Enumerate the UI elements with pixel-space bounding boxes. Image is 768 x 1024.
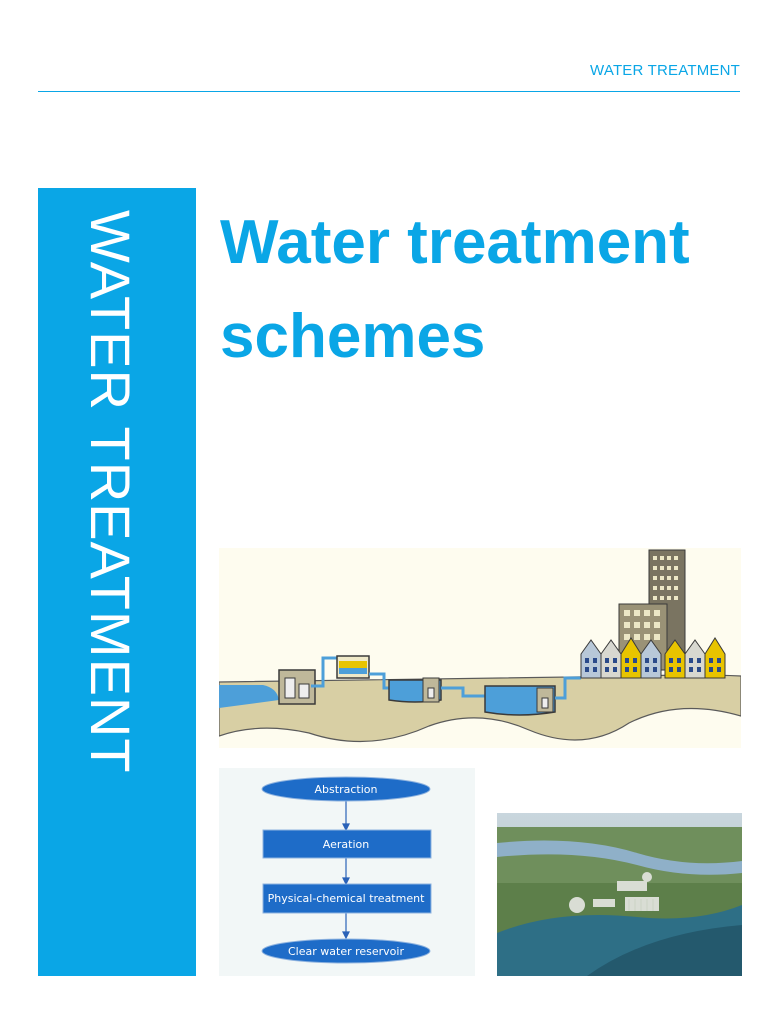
flow-step-clear-water-shape	[261, 938, 431, 964]
process-flowchart: Abstraction Aeration Physical-chemical t…	[219, 768, 475, 976]
page-title: Water treatment schemes	[220, 196, 760, 384]
sidebar-band: WATER TREATMENT	[38, 188, 196, 976]
page-title-line-2: schemes	[220, 302, 486, 371]
flow-step-abstraction-shape	[261, 776, 431, 802]
flow-step-aeration-shape	[262, 829, 432, 859]
aerial-plant-photo	[497, 813, 742, 976]
header-divider	[38, 91, 740, 92]
treatment-scheme-illustration	[219, 548, 741, 748]
flow-step-abstraction-label: Abstraction	[315, 783, 378, 796]
flow-step-clear-water-label: Clear water reservoir	[288, 945, 404, 958]
header-section-label: WATER TREATMENT	[590, 62, 740, 79]
sidebar-vertical-label: WATER TREATMENT	[79, 210, 142, 774]
page-title-line-1: Water treatment	[220, 208, 690, 277]
flow-step-physical-chemical-shape	[262, 883, 432, 914]
flow-step-physical-chemical-label: Physical-chemical treatment	[268, 892, 425, 905]
flow-step-aeration-label: Aeration	[323, 838, 369, 851]
